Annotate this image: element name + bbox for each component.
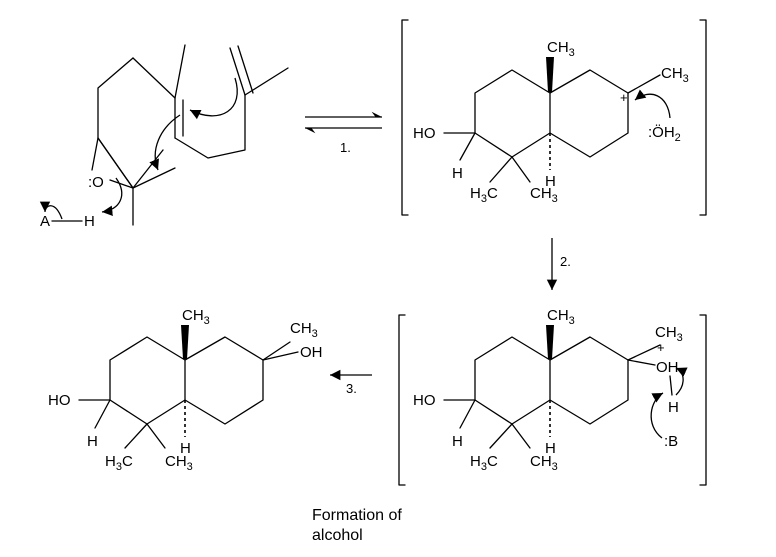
hydroxyl-label-3: HO	[48, 392, 71, 409]
ah-bond-curly-arrow	[39, 201, 63, 220]
oxonium-charge: +	[657, 340, 665, 355]
product-oh-label: OH	[300, 344, 323, 361]
h-label-2: H	[452, 433, 463, 450]
carbocation-charge: +	[620, 90, 628, 105]
acid-a-label: A	[40, 213, 50, 230]
gem-methyl-b-label-2: CH3	[530, 453, 558, 473]
step-3-arrow: 3.	[330, 369, 372, 396]
hydroxyl-label-2: HO	[413, 392, 436, 409]
epoxide-oxygen-label: :O	[88, 174, 104, 191]
oxonium-intermediate: CH3 H CH3 + OH H :B HO H H3C CH3	[398, 307, 707, 486]
gem-methyl-b-label-3: CH3	[165, 453, 193, 473]
water-label: :ÖH2	[648, 123, 681, 144]
gem-methyl-a-label-2: H3C	[470, 453, 498, 473]
ring-fusion-h-label-3: H	[180, 440, 191, 457]
methyl-label-cation: CH3	[661, 65, 689, 85]
step-2-label: 2.	[560, 254, 571, 269]
oxonium-h-label: H	[668, 399, 679, 416]
product-diol-molecule: CH3 H CH3 OH HO H H3C CH3	[48, 307, 323, 473]
angular-methyl-label-3: CH3	[182, 307, 210, 327]
gem-methyl-a-label-3: H3C	[105, 453, 133, 473]
gem-methyl-b-label-1: CH3	[530, 185, 558, 205]
oxygen-to-h-curly-arrow	[101, 177, 123, 217]
alkene-to-epoxide-curly-arrow	[149, 114, 181, 171]
alkene-to-alkene-curly-arrow	[189, 77, 238, 120]
angular-methyl-label-2: CH3	[547, 307, 575, 327]
caption-line-1: Formation of	[312, 507, 402, 524]
base-deprotonation-curly-arrow	[650, 392, 664, 439]
ring-fusion-h-label-1: H	[545, 173, 556, 190]
starting-epoxide-molecule: :O A H	[39, 44, 289, 230]
step-1-label: 1.	[340, 140, 351, 155]
step-2-arrow: 2.	[546, 238, 571, 290]
carbocation-intermediate: CH3 H CH3 + :ÖH2 HO H H3C CH3	[401, 19, 707, 216]
step-1-equilibrium-arrows: 1.	[305, 111, 382, 155]
methyl-label-oxonium: CH3	[655, 324, 683, 344]
acid-h-label: H	[84, 213, 95, 230]
gem-methyl-a-label-1: H3C	[470, 185, 498, 205]
water-attack-curly-arrow	[634, 89, 671, 119]
angular-methyl-label-1: CH3	[547, 39, 575, 59]
oh-bond-curly-arrow	[675, 367, 688, 396]
h-label-1: H	[452, 165, 463, 182]
methyl-label-product: CH3	[290, 320, 318, 340]
ring-fusion-h-label-2: H	[545, 440, 556, 457]
base-label: :B	[664, 433, 678, 450]
h-label-3: H	[87, 433, 98, 450]
caption-line-2: alcohol	[312, 527, 363, 544]
hydroxyl-label-1: HO	[413, 125, 436, 142]
oxonium-oh-label: OH	[656, 359, 679, 376]
step-3-label: 3.	[346, 381, 357, 396]
